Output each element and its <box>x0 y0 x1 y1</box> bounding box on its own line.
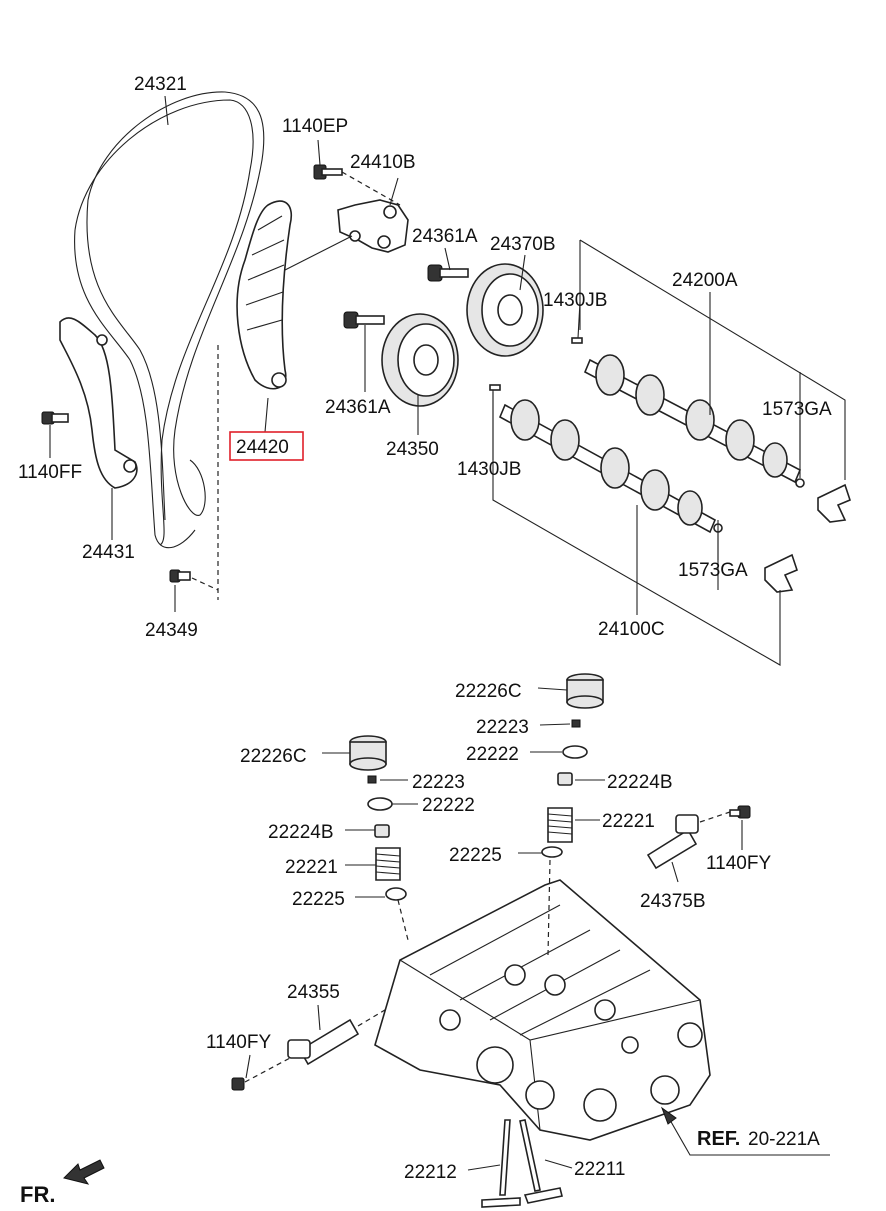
label-24100C: 24100C <box>598 619 665 640</box>
label-22225-left: 22225 <box>292 889 345 910</box>
ocv-24375B <box>646 805 751 870</box>
label-22223-right: 22223 <box>476 717 529 738</box>
label-1430JB-bot: 1430JB <box>457 459 521 480</box>
valve-22212 <box>481 1119 521 1208</box>
ref-prefix: REF. <box>697 1128 740 1150</box>
front-arrow-icon <box>63 1159 105 1185</box>
label-22224B-left: 22224B <box>268 822 334 843</box>
bolt-1140FF <box>41 411 69 425</box>
camshaft-24100C <box>498 399 717 534</box>
sprocket-24370B <box>466 263 544 357</box>
valve-22211 <box>519 1119 563 1204</box>
bolt-24349 <box>169 569 191 583</box>
camshaft-24200A <box>583 354 802 484</box>
label-24420: 24420 <box>236 437 289 458</box>
pin-1430JB-bot <box>489 384 501 391</box>
trigger-1573GA-top <box>817 483 851 523</box>
label-24200A: 24200A <box>672 270 738 291</box>
label-1140FY-left: 1140FY <box>206 1032 271 1053</box>
label-24321: 24321 <box>134 74 187 95</box>
pin-1430JB-top <box>571 337 583 344</box>
ocv-24355 <box>231 994 411 1091</box>
label-22221-right: 22221 <box>602 811 655 832</box>
tensioner-24410B <box>284 199 409 271</box>
label-22224B-right: 22224B <box>607 772 673 793</box>
label-24355: 24355 <box>287 982 340 1003</box>
ref-arrow-icon <box>660 1106 677 1125</box>
label-1140FY-right: 1140FY <box>706 853 771 874</box>
label-24375B: 24375B <box>640 891 706 912</box>
chain-guide-24431 <box>59 317 138 489</box>
label-1140EP: 1140EP <box>282 116 348 137</box>
sprocket-24350 <box>381 313 459 407</box>
label-22212: 22212 <box>404 1162 457 1183</box>
trigger-1573GA-bot <box>764 553 798 593</box>
label-22223-left: 22223 <box>412 772 465 793</box>
bolt-24361A-bot <box>343 311 385 329</box>
label-24350: 24350 <box>386 439 439 460</box>
label-22221-left: 22221 <box>285 857 338 878</box>
bolt-1140EP <box>313 164 401 206</box>
label-22222-right: 22222 <box>466 744 519 765</box>
ref-value: 20-221A <box>748 1129 820 1150</box>
label-22222-left: 22222 <box>422 795 475 816</box>
label-22226C-left: 22226C <box>240 746 307 767</box>
label-24361A-bot: 24361A <box>325 397 391 418</box>
bolt-24361A-top <box>427 264 469 282</box>
label-24349: 24349 <box>145 620 198 641</box>
label-1573GA-top: 1573GA <box>762 399 832 420</box>
label-22225-right: 22225 <box>449 845 502 866</box>
timing-chain <box>74 91 265 549</box>
label-24410B: 24410B <box>350 152 416 173</box>
label-22226C-right: 22226C <box>455 681 522 702</box>
front-label: FR. <box>20 1182 55 1207</box>
cylinder-head <box>374 879 711 1141</box>
label-1573GA-bot: 1573GA <box>678 560 748 581</box>
valve-train-left <box>349 735 407 901</box>
tensioner-arm-24420 <box>236 200 292 390</box>
valve-train-right <box>541 673 604 858</box>
highlight-box-24420 <box>229 431 304 461</box>
label-24370B: 24370B <box>490 234 556 255</box>
label-1140FF: 1140FF <box>18 462 82 483</box>
label-24361A-top: 24361A <box>412 226 478 247</box>
plug-1573GA-top <box>795 478 805 488</box>
leader-lines <box>49 95 801 1171</box>
label-1430JB-top: 1430JB <box>543 290 607 311</box>
label-22211: 22211 <box>574 1159 625 1180</box>
label-24431: 24431 <box>82 542 135 563</box>
